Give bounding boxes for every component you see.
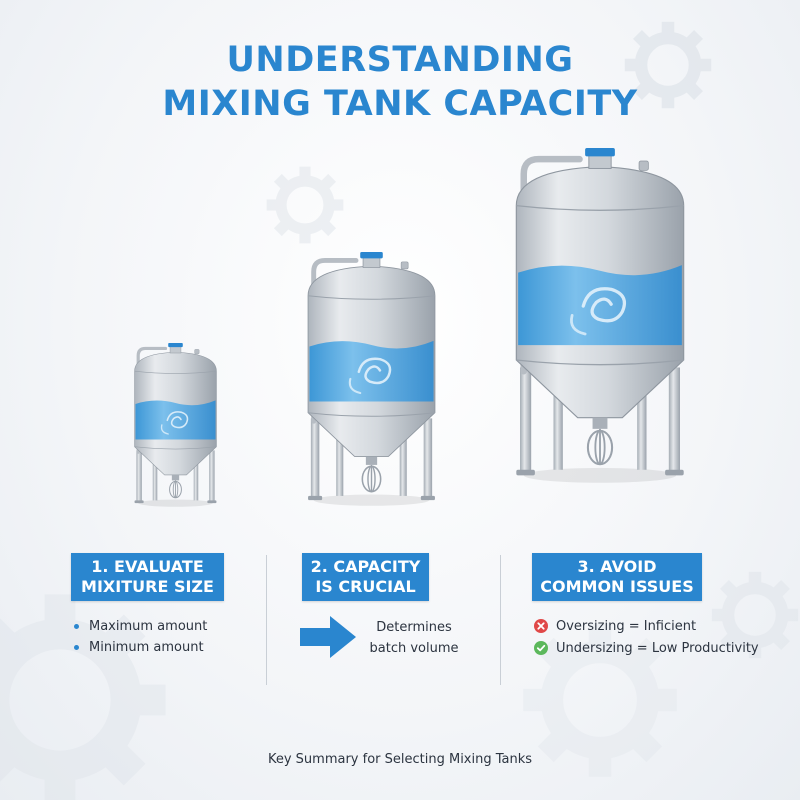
step-1-line-1: 1. EVALUATE: [91, 557, 204, 576]
divider-left: [266, 555, 267, 685]
check-circle-icon: [534, 641, 548, 655]
page-title: UNDERSTANDING MIXING TANK CAPACITY: [0, 38, 800, 126]
title-line-2: MIXING TANK CAPACITY: [162, 84, 638, 124]
divider-right: [500, 555, 501, 685]
x-circle-icon: [534, 619, 548, 633]
right-arrow-icon: [300, 616, 356, 658]
list-item: Maximum amount: [74, 616, 207, 637]
step-3-issues: Oversizing = Inficient Undersizing = Low…: [534, 615, 759, 659]
step-2-banner: 2. CAPACITY IS CRUCIAL: [302, 553, 429, 601]
footer-caption: Key Summary for Selecting Mixing Tanks: [267, 752, 533, 767]
issue-item-undersizing: Undersizing = Low Productivity: [534, 637, 759, 659]
arrow-caption: Determines batch volume: [369, 620, 459, 656]
step-1-bullets: Maximum amount Minimum amount: [74, 616, 207, 658]
step-1-line-2: MIXITURE SIZE: [81, 577, 214, 596]
issue-item-oversizing: Oversizing = Inficient: [534, 615, 759, 637]
step-3-banner: 3. AVOID COMMON ISSUES: [532, 553, 702, 601]
bullet-dot-icon: [74, 645, 79, 650]
step-2-line-1: 2. CAPACITY: [310, 557, 421, 576]
step-1-banner: 1. EVALUATE MIXITURE SIZE: [71, 553, 224, 601]
tank-small: [132, 341, 219, 509]
step-3-line-2: COMMON ISSUES: [540, 577, 694, 596]
list-item: Minimum amount: [74, 637, 207, 658]
tanks-illustration: [132, 0, 800, 509]
tank-medium: [308, 252, 435, 506]
tank-large: [516, 148, 683, 483]
step-3-line-1: 3. AVOID: [577, 557, 657, 576]
step-2-line-2: IS CRUCIAL: [315, 577, 416, 596]
bullet-dot-icon: [74, 624, 79, 629]
title-line-1: UNDERSTANDING: [226, 40, 574, 80]
